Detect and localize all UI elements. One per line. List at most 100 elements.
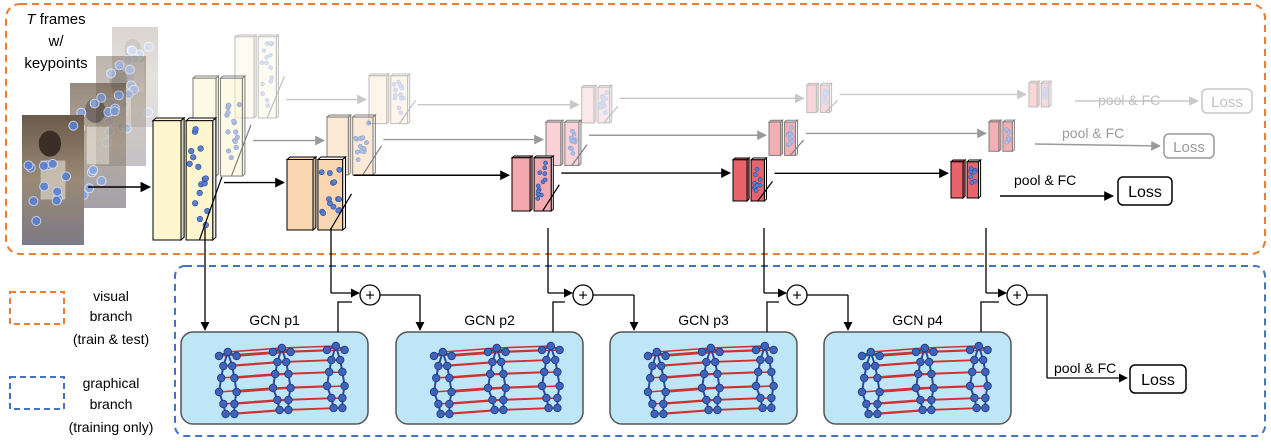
keypoint-dot [196, 189, 203, 197]
skip-curve [757, 180, 773, 202]
keypoint-dot [261, 48, 267, 53]
graph-node [860, 373, 869, 383]
keypoint-dot [824, 89, 829, 94]
graph-node [965, 345, 975, 355]
graph-node [758, 403, 767, 413]
graph-node [702, 395, 711, 405]
keypoint-dot [226, 102, 232, 109]
keypoint-dot [392, 95, 398, 101]
graph-node [537, 345, 547, 355]
skip-curve [571, 144, 588, 166]
frame-body [86, 126, 110, 165]
graph-node [713, 395, 722, 405]
temporal-edge [288, 371, 343, 375]
keypoint [106, 68, 117, 79]
graph-node [499, 369, 508, 379]
keypoint-dot [536, 188, 541, 194]
keypoint-dot [601, 102, 607, 107]
keypoint-dot [571, 138, 576, 144]
keypoint [61, 171, 72, 182]
graph-node [648, 399, 657, 409]
graph-node [486, 369, 495, 379]
keypoint-dot [823, 100, 829, 105]
graph-node [338, 393, 347, 403]
graph-node [445, 409, 454, 419]
gcn-block: GCN p1 [180, 312, 369, 425]
temporal-edge [864, 373, 919, 379]
keypoint [38, 160, 49, 171]
graph-node [223, 347, 232, 357]
temporal-edge [717, 371, 772, 375]
graph-node [927, 395, 936, 405]
graph-node [929, 347, 938, 357]
keypoint-dot [264, 41, 270, 46]
skip-curve [824, 100, 838, 113]
plus-node: + [572, 284, 594, 306]
graph-node [925, 357, 934, 367]
keypoint-dot [225, 148, 232, 154]
keypoint-map-top [819, 82, 833, 86]
keypoint-dot [600, 95, 605, 100]
keypoint [88, 165, 99, 176]
skip-curve [230, 124, 252, 177]
skip-curve [789, 139, 805, 156]
keypoint-dot [357, 144, 363, 149]
keypoint-dot [972, 178, 978, 184]
feature-map-side [386, 72, 390, 125]
graph-node [268, 347, 278, 357]
keypoint-dot [393, 92, 398, 98]
plus-symbol: + [792, 288, 801, 305]
graph-node [338, 403, 347, 413]
graph-node [216, 373, 226, 383]
frame-head [38, 130, 62, 157]
keypoint-dot [366, 120, 372, 126]
keypoint-dot [754, 182, 760, 188]
graph-node [646, 373, 655, 383]
feature-map-side [1036, 80, 1040, 109]
keypoint-dot [1004, 127, 1009, 132]
feature-map-front [511, 157, 531, 212]
graph-node [436, 409, 445, 419]
feature-map-group [805, 82, 838, 114]
keypoint-dot [231, 118, 237, 124]
temporal-edge [221, 373, 276, 379]
input-frame [22, 115, 84, 245]
keypoint-dot [399, 95, 404, 101]
graph-node [497, 357, 506, 367]
skip-curve [398, 99, 417, 124]
graph-node [657, 361, 666, 371]
gcn-label: GCN p3 [678, 312, 729, 328]
graph-node [970, 355, 979, 365]
graph-node [443, 361, 452, 371]
feature-map-side [593, 84, 597, 124]
keypoint-dot [600, 104, 606, 109]
feature-map-group [580, 84, 619, 124]
keypoint [51, 195, 62, 206]
plus-symbol: + [365, 288, 374, 305]
feature-map-group [367, 72, 417, 125]
graph-node [540, 367, 549, 377]
graph-node [702, 357, 711, 367]
gcn-label: GCN p2 [464, 312, 515, 328]
keypoint-dot [537, 170, 543, 175]
keypoint-dot [822, 88, 828, 94]
keypoint-map-side [1048, 80, 1052, 109]
temporal-edge [236, 387, 291, 393]
graph-node [697, 347, 707, 357]
keypoint [52, 186, 63, 197]
keypoint-dot [259, 60, 265, 65]
keypoint-dot [360, 135, 366, 141]
keypoint-dot [1042, 86, 1048, 92]
graph-node [268, 383, 278, 393]
graph-node [553, 367, 562, 377]
feature-map-side [815, 82, 819, 114]
keypoint-map-top [596, 84, 614, 88]
keypoint-map-front [352, 116, 374, 176]
keypoint-map-front [966, 161, 979, 199]
graph-node [327, 355, 336, 365]
keypoint-dot [188, 147, 195, 155]
graph-node [968, 367, 977, 377]
keypoint-dot [789, 134, 795, 139]
graph-node [227, 361, 237, 371]
temporal-edge [665, 351, 720, 357]
